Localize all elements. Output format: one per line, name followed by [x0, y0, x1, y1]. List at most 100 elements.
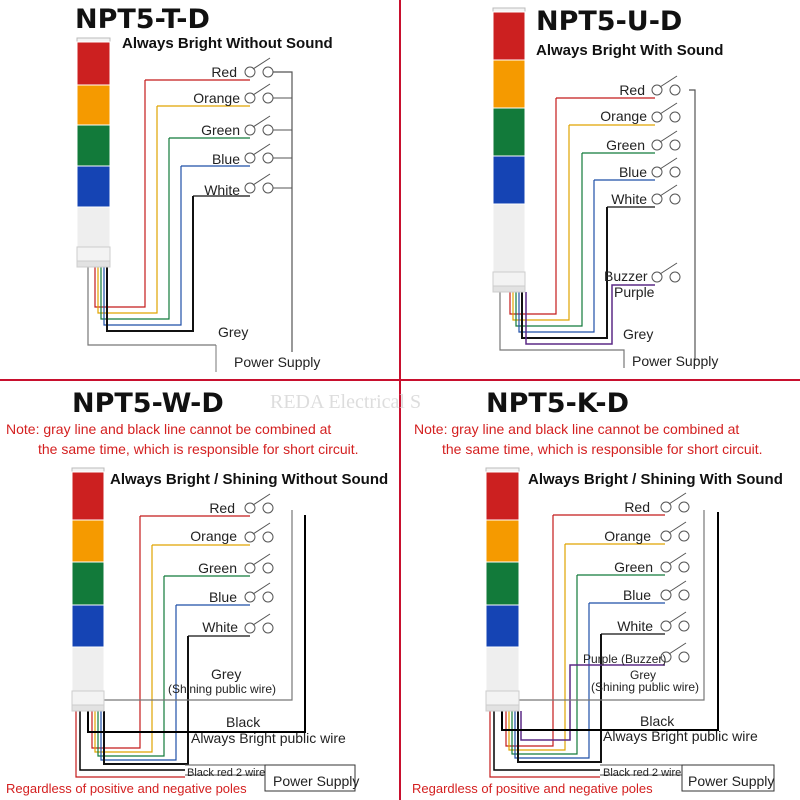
wire-power-lead [600, 764, 682, 776]
panel-subtitle: Always Bright With Sound [536, 42, 723, 59]
switch-contact [660, 501, 672, 513]
wire-grey [499, 292, 625, 368]
switch-lever [252, 553, 271, 566]
switch-lever [252, 115, 271, 128]
tower-base-ring [76, 260, 111, 268]
switch-contact [244, 66, 256, 78]
panel-npt5-t-d: NPT5-T-D Always Bright Without Sound Red… [75, 4, 333, 370]
tower-segment [485, 646, 520, 692]
wire-power-lead [185, 764, 265, 776]
switch-contact [244, 591, 256, 603]
switch-contact [678, 501, 690, 513]
tower-base [76, 246, 111, 262]
poles-note: Regardless of positive and negative pole… [6, 781, 247, 796]
wire-label-blue: Blue [623, 587, 651, 603]
tower-base [71, 690, 105, 706]
tower-segment [485, 604, 520, 648]
switch-contact [262, 66, 274, 78]
tower-base-ring [71, 704, 105, 712]
wire-label-white: White [202, 619, 238, 635]
power-supply-label: Power Supply [632, 353, 718, 369]
tower-segment [492, 203, 526, 273]
tower-segment [485, 561, 520, 606]
wire-signal-run [97, 576, 165, 757]
switch-lever [252, 613, 271, 626]
panel-title: NPT5-U-D [536, 6, 682, 37]
wire-label-green: Green [606, 137, 645, 153]
tower-segment [76, 41, 111, 86]
tower-segment [71, 604, 105, 648]
power-supply-label: Power Supply [688, 773, 774, 789]
panel-npt5-k-d: NPT5-K-D Note: gray line and black line … [412, 388, 783, 796]
switch-contact [669, 193, 681, 205]
switch-lever [659, 75, 678, 88]
wires-layer [75, 71, 775, 792]
tower-segment [76, 84, 111, 126]
switch-lever [659, 262, 678, 275]
black-sub-label: Always Bright public wire [603, 728, 758, 744]
power-supply-label: Power Supply [234, 354, 320, 370]
wire-label-blue: Blue [209, 589, 237, 605]
switch-lever [252, 83, 271, 96]
switch-lever [252, 173, 271, 186]
wire-label-green: Green [614, 559, 653, 575]
wire-black-common [501, 512, 719, 731]
switch-contact [651, 271, 663, 283]
tower-segment [71, 561, 105, 606]
wire-label-buzzer: Buzzer [604, 268, 648, 284]
note-line-1: Note: gray line and black line cannot be… [414, 421, 739, 437]
wire-signal-run [94, 80, 146, 308]
wire-label-orange: Orange [190, 528, 237, 544]
wire-signal-run [518, 180, 595, 333]
switch-contact [651, 193, 663, 205]
tower-segment [71, 471, 105, 521]
tower-base [492, 271, 526, 287]
wire-label-orange: Orange [193, 90, 240, 106]
switch-contact [262, 622, 274, 634]
switch-contact [678, 530, 690, 542]
wire-label-grey: Grey [630, 668, 656, 682]
switch-lever [668, 521, 687, 534]
switch-lever [668, 642, 687, 655]
switch-lever [659, 157, 678, 170]
tower-cap [76, 37, 111, 43]
panel-npt5-w-d: NPT5-W-D Note: gray line and black line … [6, 388, 388, 796]
wire-label-blue: Blue [619, 164, 647, 180]
switch-contact [651, 139, 663, 151]
tower-segment [492, 107, 526, 157]
switch-contact [262, 124, 274, 136]
switch-lever [252, 522, 271, 535]
tower-segment [485, 519, 520, 563]
switch-contact [678, 620, 690, 632]
wire-signal-run [505, 515, 554, 747]
switch-lever [252, 493, 271, 506]
switch-contact [660, 620, 672, 632]
switch-contact [244, 124, 256, 136]
note-line-1: Note: gray line and black line cannot be… [6, 421, 331, 437]
wire-label-white: White [611, 191, 647, 207]
wire-label-red: Red [211, 64, 237, 80]
wire-label-grey: Grey [211, 666, 241, 682]
switch-contact [669, 271, 681, 283]
wire-label-orange: Orange [600, 108, 647, 124]
switch-contact [651, 166, 663, 178]
black-red-label: Black red 2 wire [187, 767, 265, 779]
tower-cap [71, 467, 105, 473]
switches-layer [244, 57, 690, 663]
wire-label-black: Black [640, 713, 675, 729]
wire-signal-run [100, 138, 170, 320]
wire-label-orange: Orange [604, 528, 651, 544]
wire-signal-run [514, 603, 590, 759]
poles-note: Regardless of positive and negative pole… [412, 781, 653, 796]
wire-label-green: Green [198, 560, 237, 576]
wire-signal-run [97, 106, 158, 314]
switch-lever [659, 102, 678, 115]
switch-lever [668, 611, 687, 624]
switch-contact [660, 530, 672, 542]
panel-subtitle: Always Bright / Shining Without Sound [110, 471, 388, 488]
switch-contact [669, 111, 681, 123]
wire-signal-run [521, 207, 608, 339]
wire-black [493, 711, 600, 771]
tower-segment [71, 519, 105, 563]
